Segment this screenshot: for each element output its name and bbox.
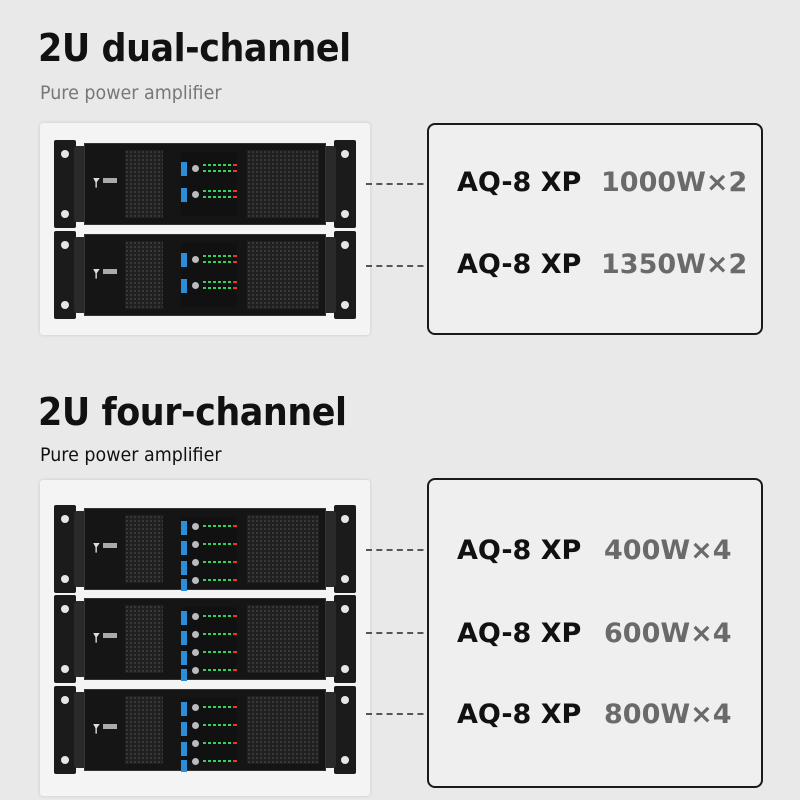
- spec-row: AQ-8 XP 800W×4: [429, 695, 761, 735]
- amplifier-photo-panel: [40, 123, 370, 335]
- amplifier-unit-image: [54, 505, 356, 593]
- section-dual-channel: 2U dual-channel Pure power amplifier: [0, 0, 800, 360]
- power-rating: 400W×4: [604, 535, 732, 566]
- spec-row: AQ-8 XP 1000W×2: [429, 163, 761, 203]
- spec-row: AQ-8 XP 600W×4: [429, 614, 761, 654]
- amplifier-unit-image: [54, 595, 356, 683]
- spec-box: AQ-8 XP 1000W×2 AQ-8 XP 1350W×2: [427, 123, 763, 335]
- model-name: AQ-8 XP: [457, 535, 582, 566]
- amplifier-unit-image: [54, 686, 356, 774]
- model-name: AQ-8 XP: [457, 249, 582, 280]
- section-title: 2U dual-channel: [38, 26, 351, 70]
- amplifier-unit-image: [54, 140, 356, 228]
- dashed-connector: [366, 632, 444, 634]
- dashed-connector: [366, 713, 444, 715]
- section-subtitle: Pure power amplifier: [40, 444, 222, 466]
- power-rating: 1350W×2: [601, 249, 748, 280]
- section-title: 2U four-channel: [38, 390, 347, 434]
- spec-box: AQ-8 XP 400W×4 AQ-8 XP 600W×4 AQ-8 XP 80…: [427, 478, 763, 788]
- model-name: AQ-8 XP: [457, 618, 582, 649]
- dashed-connector: [366, 183, 444, 185]
- section-four-channel: 2U four-channel Pure power amplifier: [0, 380, 800, 800]
- dashed-connector: [366, 265, 444, 267]
- section-subtitle: Pure power amplifier: [40, 82, 222, 104]
- amplifier-unit-image: [54, 231, 356, 319]
- model-name: AQ-8 XP: [457, 167, 582, 198]
- dashed-connector: [366, 549, 444, 551]
- model-name: AQ-8 XP: [457, 699, 582, 730]
- power-rating: 600W×4: [604, 618, 732, 649]
- amplifier-photo-panel: [40, 480, 370, 796]
- power-rating: 1000W×2: [601, 167, 748, 198]
- spec-row: AQ-8 XP 400W×4: [429, 531, 761, 571]
- spec-row: AQ-8 XP 1350W×2: [429, 245, 761, 285]
- power-rating: 800W×4: [604, 699, 732, 730]
